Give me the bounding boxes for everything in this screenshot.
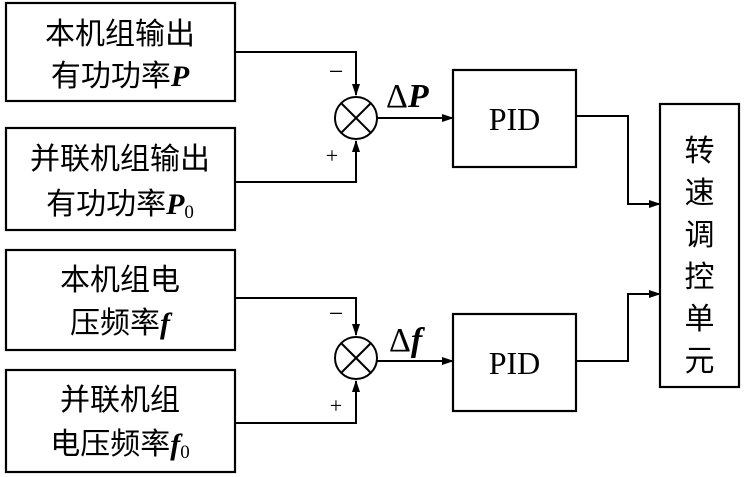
summer-minus-sign: − bbox=[329, 57, 344, 86]
wire-f-grid-to-summer bbox=[235, 380, 360, 424]
summer-plus-sign: + bbox=[326, 143, 338, 168]
input-label-line2: 压频率f bbox=[70, 306, 173, 341]
speed-unit-char: 控 bbox=[685, 260, 715, 295]
input-label-line2: 有功功率P bbox=[51, 59, 190, 94]
input-label-line1: 本机组输出 bbox=[45, 17, 195, 52]
summing-junction-power bbox=[334, 96, 378, 140]
summing-junction-frequency bbox=[334, 336, 378, 380]
summer-minus-sign: − bbox=[329, 299, 344, 328]
wire-pid-power-to-speed-unit bbox=[576, 115, 661, 208]
input-label-line2: 有功功率P0 bbox=[46, 187, 194, 223]
input-block-grid-frequency: 并联机组 电压频率f0 bbox=[4, 368, 237, 474]
input-label-line1: 本机组电 bbox=[60, 263, 180, 298]
input-label-line1: 并联机组输出 bbox=[30, 142, 210, 177]
input-block-local-active-power: 本机组输出 有功功率P bbox=[4, 1, 237, 103]
pid-controller-power: PID bbox=[451, 68, 578, 169]
speed-unit-char: 单 bbox=[685, 302, 715, 337]
speed-unit-char: 元 bbox=[685, 344, 715, 379]
summer-plus-sign: + bbox=[330, 393, 342, 418]
error-label-frequency: Δf bbox=[389, 322, 426, 359]
error-label-power: ΔP bbox=[386, 78, 429, 115]
wire-f-local-to-summer bbox=[235, 297, 360, 336]
wire-p-grid-to-summer bbox=[235, 140, 360, 183]
pid-label: PID bbox=[489, 345, 541, 381]
pid-controller-frequency: PID bbox=[451, 312, 578, 413]
pid-label: PID bbox=[489, 101, 541, 137]
input-block-local-frequency: 本机组电 压频率f bbox=[4, 248, 237, 352]
input-label-line1: 并联机组 bbox=[60, 383, 180, 418]
speed-unit-char: 转 bbox=[685, 134, 715, 169]
wire-pid-frequency-to-speed-unit bbox=[576, 290, 661, 362]
speed-regulation-unit: 转 速 调 控 单 元 bbox=[658, 102, 741, 389]
speed-unit-char: 速 bbox=[685, 176, 715, 211]
input-label-line2: 电压频率f0 bbox=[50, 427, 190, 463]
input-block-grid-active-power: 并联机组输出 有功功率P0 bbox=[4, 126, 237, 232]
speed-unit-char: 调 bbox=[685, 218, 715, 253]
wire-p-local-to-summer bbox=[235, 51, 360, 96]
